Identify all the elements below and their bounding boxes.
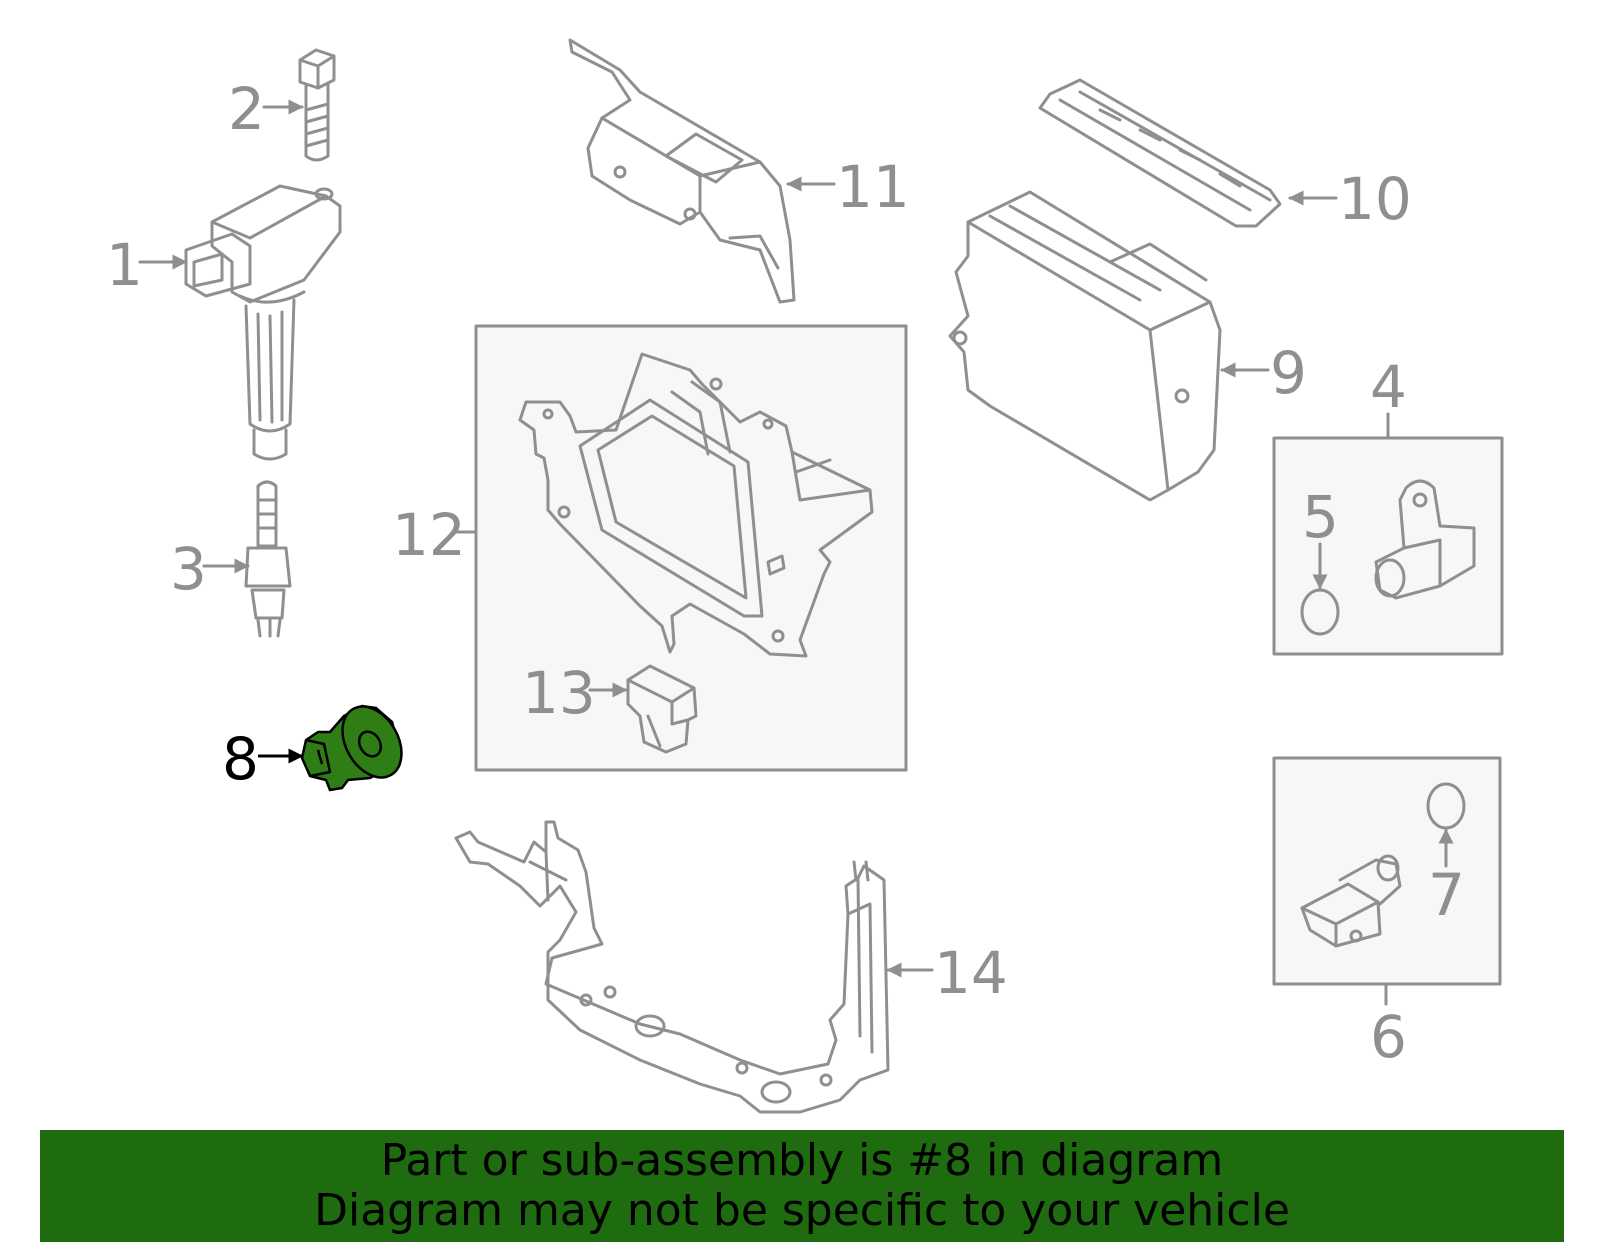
banner-line-disclaimer: Diagram may not be specific to your vehi… xyxy=(314,1185,1290,1236)
bracket-part-11 xyxy=(568,38,796,304)
support-bracket-part-14 xyxy=(454,820,890,1114)
module-strip-part-10 xyxy=(1038,78,1282,228)
info-banner: Part or sub-assembly is #8 in diagram Di… xyxy=(40,1130,1564,1242)
callout-1: 1 xyxy=(106,231,143,299)
callout-2: 2 xyxy=(228,75,265,143)
callout-12: 12 xyxy=(392,501,466,569)
ecu-part-9 xyxy=(948,190,1222,502)
part-12-box xyxy=(474,324,908,772)
callout-10: 10 xyxy=(1338,165,1412,233)
o-ring-part-7 xyxy=(1426,782,1466,830)
callout-6: 6 xyxy=(1370,1003,1407,1071)
knock-sensor-part-8 xyxy=(258,704,403,792)
callout-9: 9 xyxy=(1270,339,1307,407)
bolt-part-2 xyxy=(298,48,336,162)
banner-line-part-number: Part or sub-assembly is #8 in diagram xyxy=(380,1135,1224,1186)
o-ring-part-5 xyxy=(1300,588,1340,636)
callout-3: 3 xyxy=(170,535,207,603)
clip-part-13 xyxy=(626,664,698,754)
callout-4: 4 xyxy=(1370,353,1407,421)
ignition-coil-part-1 xyxy=(184,184,342,461)
part-6-box xyxy=(1272,756,1502,986)
callout-7: 7 xyxy=(1428,861,1465,929)
mounting-bracket-part-12 xyxy=(518,352,874,658)
part-4-box xyxy=(1272,436,1504,656)
callout-5: 5 xyxy=(1302,483,1339,551)
sensor-part-6 xyxy=(1300,854,1402,948)
callout-13: 13 xyxy=(522,659,596,727)
callout-8: 8 xyxy=(222,725,259,793)
callout-11: 11 xyxy=(836,153,910,221)
spark-plug-part-3 xyxy=(244,480,292,638)
callout-14: 14 xyxy=(934,939,1008,1007)
sensor-part-4 xyxy=(1374,479,1476,600)
